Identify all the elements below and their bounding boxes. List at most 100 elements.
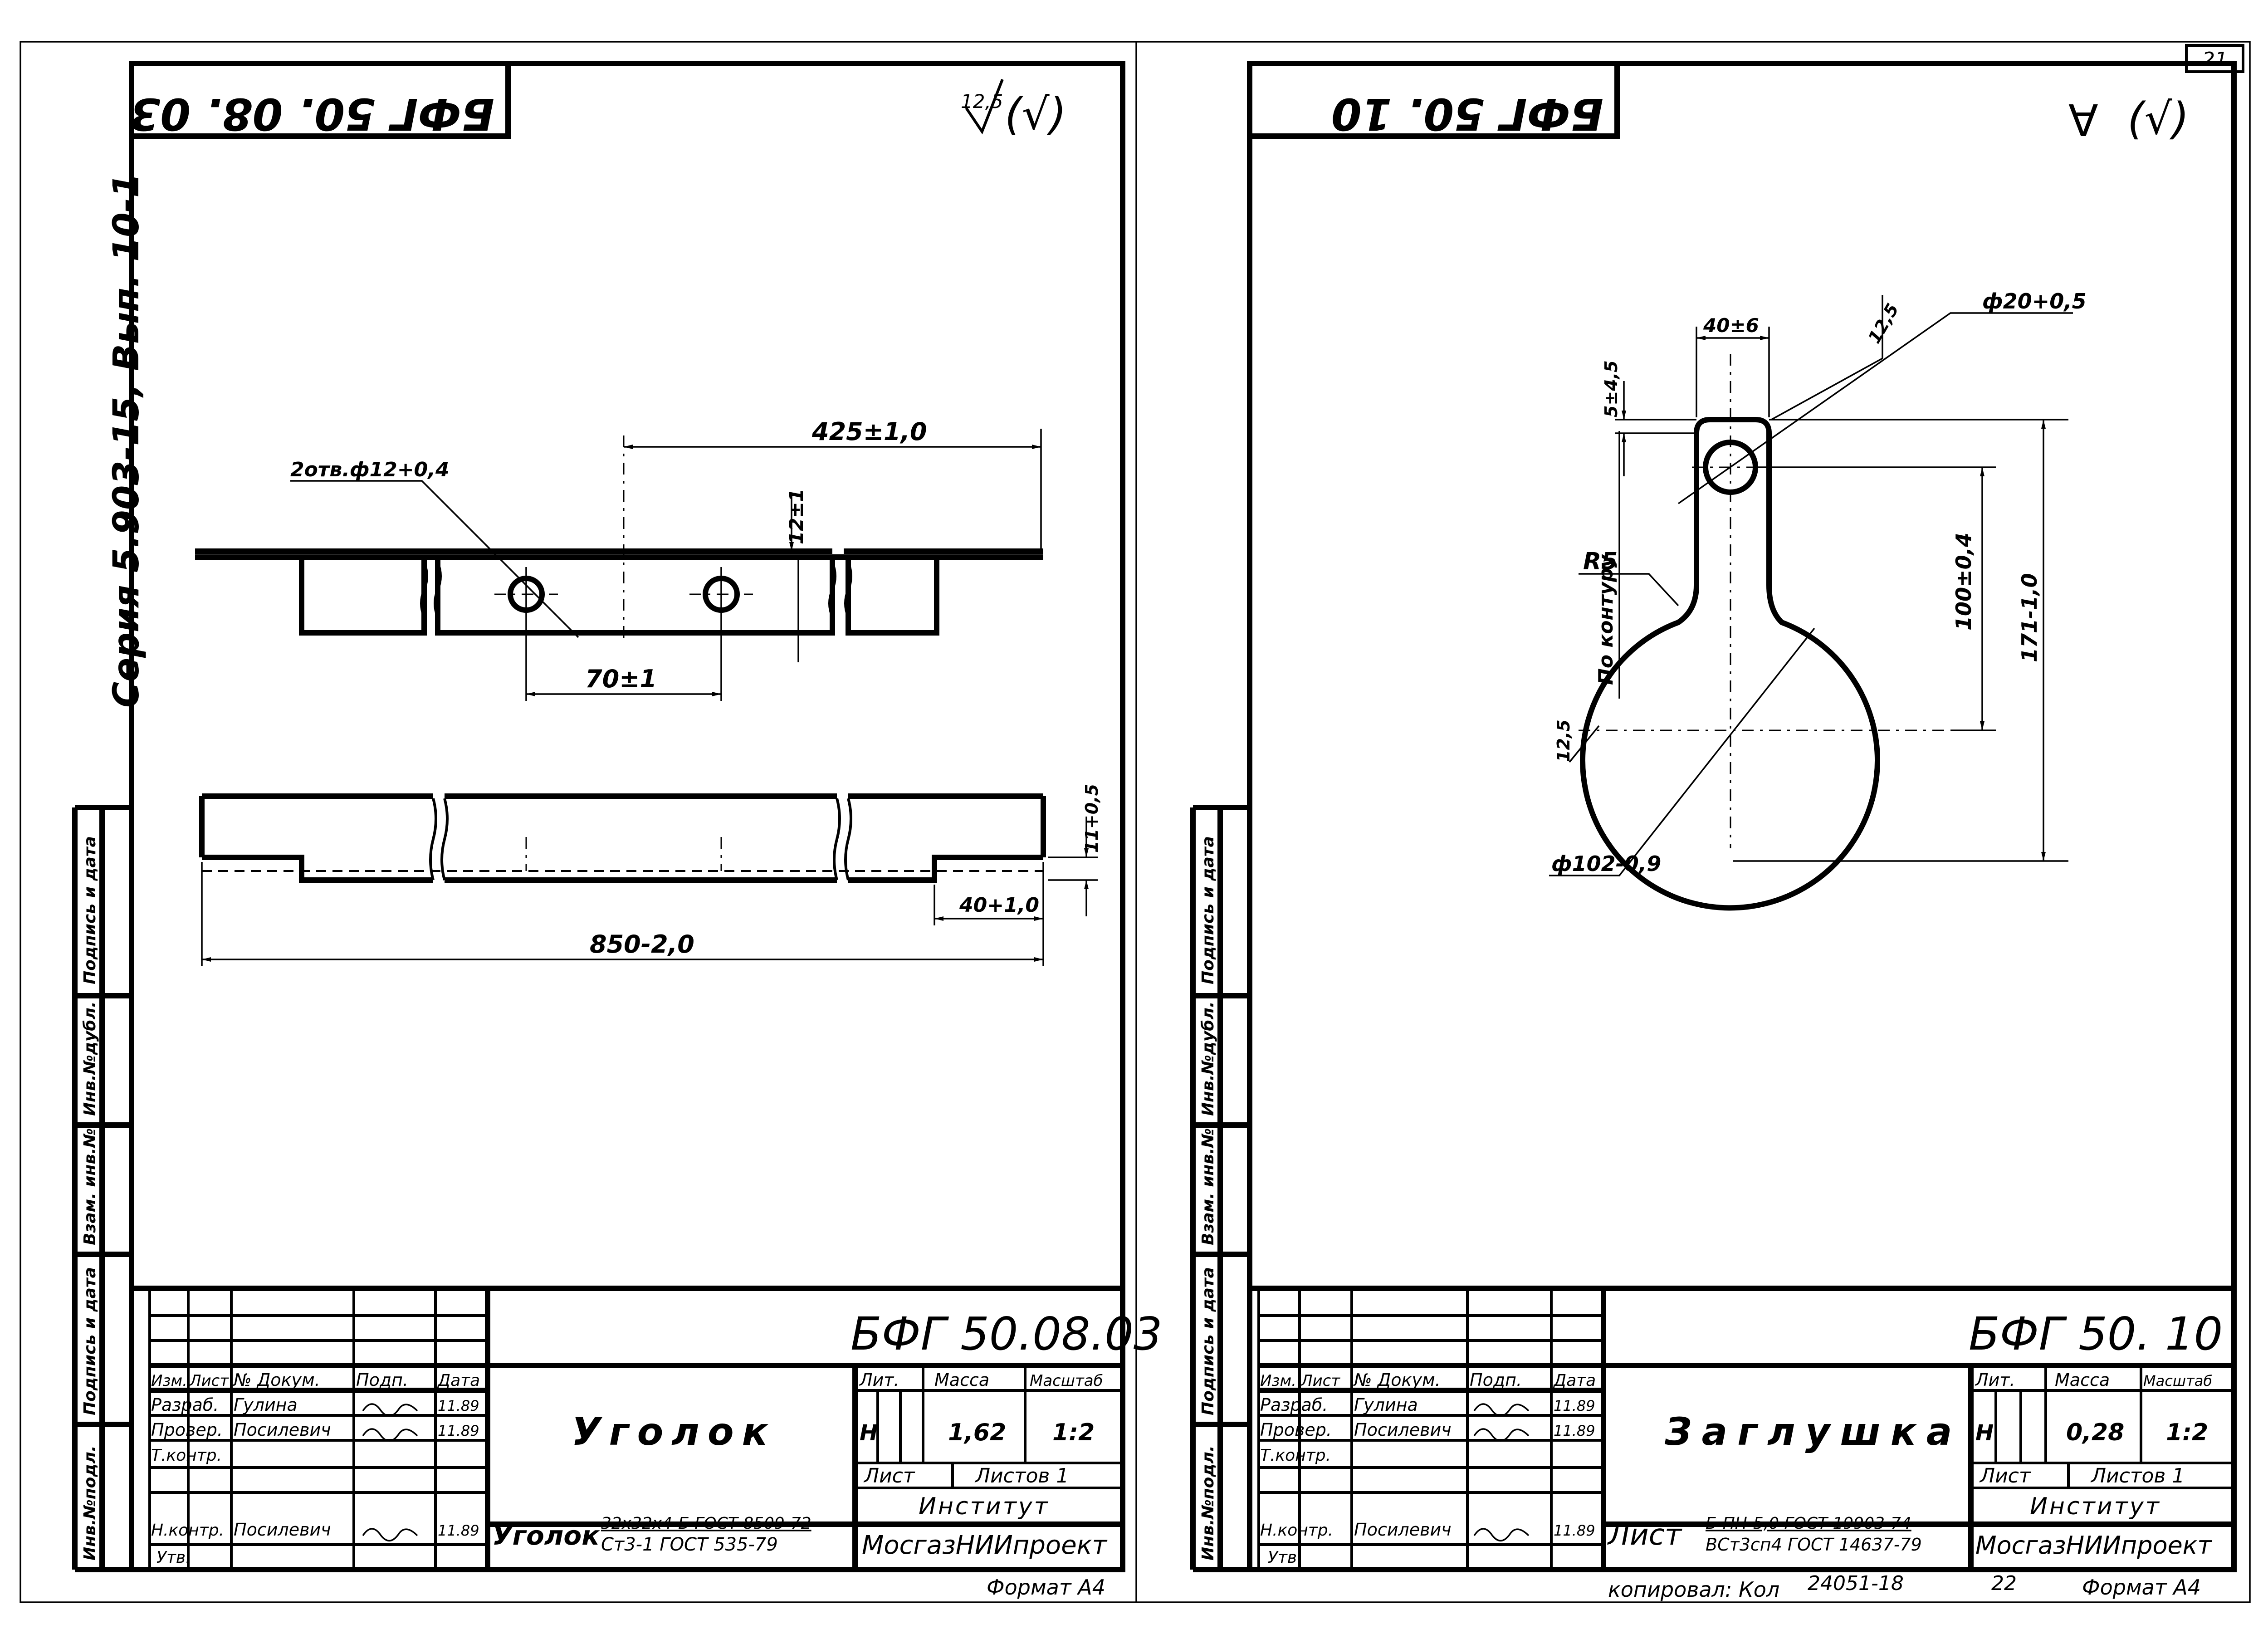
tb-row2-name-r: Посилевич <box>1354 1420 1452 1440</box>
tb-material-top-r: Б-ПН-5,0 ГОСТ 19903-74 <box>1706 1514 1911 1533</box>
tb-hdr-date-r: Дата <box>1553 1371 1596 1390</box>
tb-row4-name-r: Посилевич <box>1354 1520 1452 1540</box>
angle-front-view: 850-2,0 40+1,0 11+0,5 <box>199 784 1102 966</box>
tb-name-r: Заглушка <box>1664 1409 1962 1454</box>
tb-row4-role-r: Н.контр. <box>1260 1521 1333 1540</box>
tb-row3-role-r: Т.контр. <box>1260 1446 1331 1465</box>
tb-hdr-sign: Подп. <box>356 1370 408 1390</box>
tb-row4-date: 11.89 <box>438 1522 479 1539</box>
angle-top-view: 425±1,0 70±1 12±1 2отв.ф12+0,4 <box>195 417 1043 701</box>
tb-row4-date-r: 11.89 <box>1554 1522 1595 1539</box>
side-label-vzam: Взам. инв.№ <box>81 1128 99 1245</box>
tb-hdr-izm: Изм. <box>151 1372 187 1390</box>
dim-d102: ф102-0,9 <box>1551 851 1661 876</box>
tb-format: Формат А4 <box>987 1575 1105 1600</box>
tb-row5-role-r: Утв. <box>1268 1548 1302 1567</box>
dim-850: 850-2,0 <box>590 930 694 959</box>
dim-contour: По контуру <box>1594 553 1618 685</box>
dim-t1: 11+0,5 <box>1082 784 1102 853</box>
tb-row1-name-r: Гулина <box>1354 1395 1418 1415</box>
right-mirrored-code: БФГ 50. 10 <box>1331 88 1603 139</box>
tb-row4-role: Н.контр. <box>151 1521 224 1540</box>
tb-row1-role: Разраб. <box>151 1395 219 1415</box>
tb-hdr-list: Лист <box>189 1372 229 1390</box>
tb-hdr-date: Дата <box>437 1371 480 1390</box>
tb-sheet-hdr-r: Лист <box>1979 1464 2031 1487</box>
outer-frame <box>20 41 2251 1603</box>
page-number-box <box>2185 44 2244 73</box>
tb-material-bottom-r: ВСт3сп4 ГОСТ 14637-79 <box>1706 1535 1922 1555</box>
tb-sheets-hdr-r: Листов 1 <box>2090 1464 2185 1487</box>
tb-sheet-no-bottom: 22 <box>1991 1572 2017 1595</box>
series-note: Серия 5.903-15, Вып. 10-1 <box>106 173 147 708</box>
tb-hdr-sign-r: Подп. <box>1470 1370 1522 1390</box>
tb-material-bottom: Ст3-1 ГОСТ 535-79 <box>601 1534 778 1555</box>
dim-171: 171-1,0 <box>2017 573 2042 662</box>
tb-scale-hdr-r: Масштаб <box>2143 1372 2212 1389</box>
tb-org1-r: Институт <box>2030 1493 2161 1520</box>
tb-lit-hdr-r: Лит. <box>1975 1370 2015 1390</box>
tb-org1: Институт <box>919 1493 1050 1520</box>
dim-d20: ф20+0,5 <box>1982 289 2087 313</box>
side-label-vzam-r: Взам. инв.№ <box>1199 1128 1217 1245</box>
dim-70: 70±1 <box>585 665 657 693</box>
left-roughness-icon <box>965 78 1004 135</box>
right-side-strip: Подпись и дата Инв.№дубл. Взам. инв.№ По… <box>1190 805 1250 1572</box>
tb-code: БФГ 50.08.03 <box>850 1307 1163 1360</box>
dim-r125a: 12,5 <box>1864 300 1903 347</box>
tb-mass-hdr: Масса <box>934 1370 989 1390</box>
side-label-sign2-r: Подпись и дата <box>1199 836 1217 984</box>
left-title-block: Изм. Лист № Докум. Подп. Дата Разраб. Гу… <box>132 1286 1163 1600</box>
dim-r125b: 12,5 <box>1554 719 1574 762</box>
dim-100: 100±0,4 <box>1951 533 1976 631</box>
dim-r5: R5 <box>1583 548 1618 575</box>
tb-mass: 1,62 <box>948 1419 1006 1446</box>
tb-row5-role: Утв. <box>156 1548 191 1567</box>
tb-hdr-list-r: Лист <box>1300 1372 1340 1390</box>
tb-row2-date: 11.89 <box>438 1422 479 1439</box>
tb-mass-r: 0,28 <box>2066 1419 2124 1446</box>
left-mirrored-code: БФГ 50. 08. 03 <box>130 88 494 139</box>
tb-row2-date-r: 11.89 <box>1554 1422 1595 1439</box>
dim-425: 425±1,0 <box>811 417 927 446</box>
tb-material-prefix-r: Лист <box>1607 1518 1682 1552</box>
tb-row2-role-r: Провер. <box>1260 1420 1332 1440</box>
tb-row4-name: Посилевич <box>234 1520 331 1540</box>
side-label-inv-r: Инв.№подл. <box>1199 1446 1217 1561</box>
tb-sheets-hdr: Листов 1 <box>974 1464 1069 1487</box>
tb-hdr-doc-r: № Докум. <box>1353 1370 1441 1390</box>
tb-scale-r: 1:2 <box>2166 1419 2208 1446</box>
left-inner-frame <box>129 61 1125 1572</box>
right-code-box <box>1247 61 1620 139</box>
right-inner-frame <box>1247 61 2237 1572</box>
tb-org2: МосгазНИИпроект <box>862 1531 1107 1560</box>
plug-view: 100±0,4 171-1,0 40±6 5±4,5 ф20+0,5 12,5 … <box>1549 289 2087 911</box>
tb-hdr-izm-r: Изм. <box>1260 1372 1296 1390</box>
tb-order-no: 24051-18 <box>1808 1572 1904 1595</box>
tb-material-prefix: Уголок <box>492 1520 600 1551</box>
dim-12: 12±1 <box>785 489 807 544</box>
tb-row1-date-r: 11.89 <box>1554 1397 1595 1414</box>
tb-row1-role-r: Разраб. <box>1260 1395 1328 1415</box>
side-label-sign-r: Подпись и дата <box>1199 1267 1217 1415</box>
dim-holes: 2отв.ф12+0,4 <box>290 458 450 481</box>
tb-lit: Н <box>860 1420 878 1446</box>
tb-org2-r: МосгазНИИпроект <box>1975 1531 2212 1560</box>
tb-lit-r: Н <box>1975 1420 1994 1446</box>
side-label-dubl: Инв.№дубл. <box>81 1002 99 1116</box>
tb-copied: копировал: Кол <box>1608 1577 1779 1602</box>
side-label-dubl-r: Инв.№дубл. <box>1199 1002 1217 1116</box>
tb-scale: 1:2 <box>1052 1419 1095 1446</box>
tb-row3-role: Т.контр. <box>151 1446 222 1465</box>
tb-code-r: БФГ 50. 10 <box>1969 1307 2223 1360</box>
left-roughness-rest: (√) <box>1005 89 1066 140</box>
tb-row2-name: Посилевич <box>234 1420 331 1440</box>
left-code-box <box>129 61 511 139</box>
right-roughness: ∀ <box>2068 96 2098 147</box>
tb-row1-date: 11.89 <box>438 1397 479 1414</box>
tb-sheet-hdr: Лист <box>863 1464 915 1487</box>
left-side-strip: Подпись и дата Инв.№дубл. Взам. инв.№ По… <box>72 805 132 1572</box>
dim-40-plug: 40±6 <box>1703 314 1759 337</box>
side-label-inv: Инв.№подл. <box>81 1446 99 1561</box>
